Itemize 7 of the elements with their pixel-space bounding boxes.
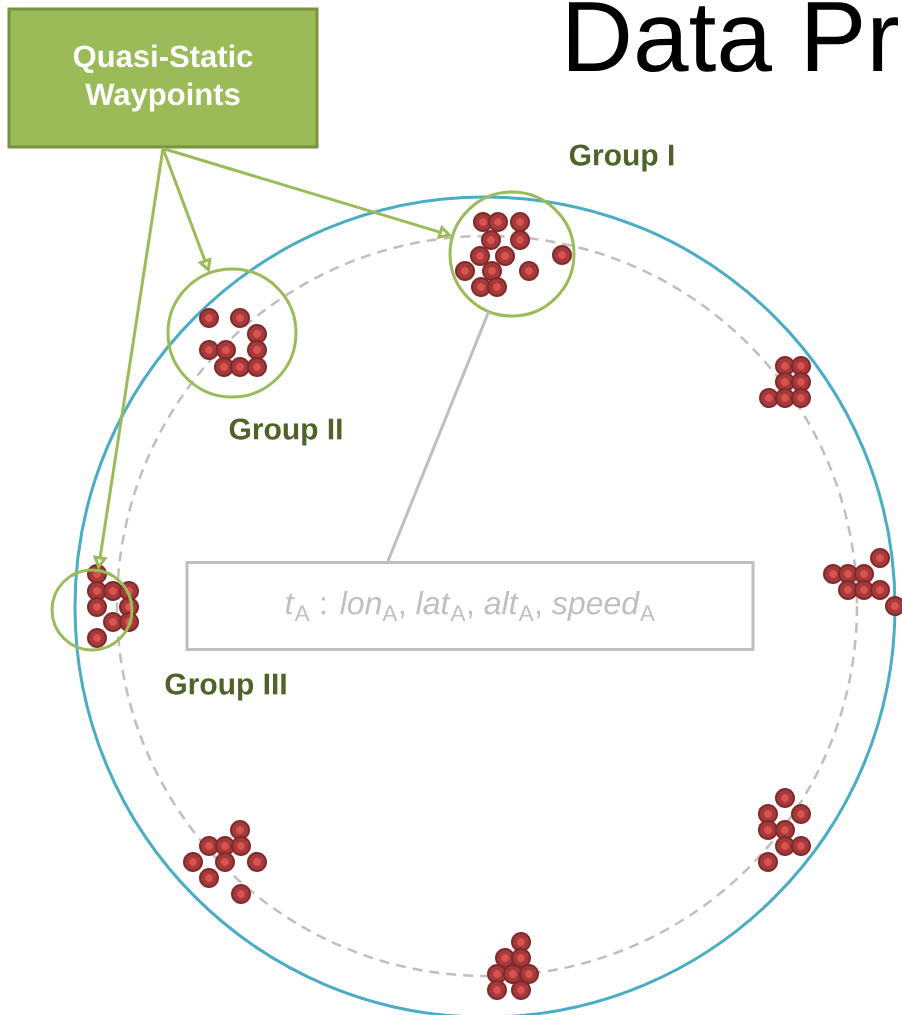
leader-line: [386, 311, 491, 562]
title-text: Data Pr: [569, 2, 898, 72]
group-label: Group III: [165, 673, 286, 701]
group-label: Group II: [229, 418, 342, 446]
label-box: Quasi-Static Waypoints: [7, 7, 319, 149]
group-label: Group I: [569, 144, 674, 172]
data-box: t$_{A}$ : lon$_{A}$, lat$_{A}$, alt$_{A}$, speed$_{A}$: [185, 561, 755, 651]
